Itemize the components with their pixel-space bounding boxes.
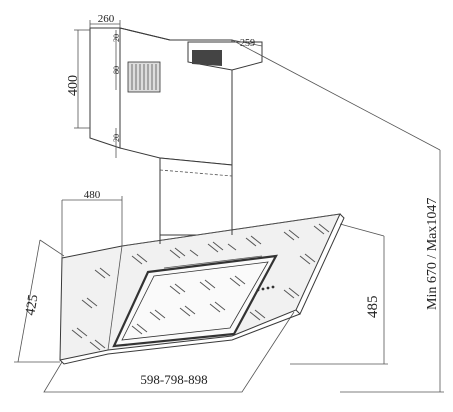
vent-slots [131, 64, 157, 90]
glass-reflections [71, 223, 330, 351]
control-button-icon [261, 287, 265, 291]
overall-height-label: Min 670 / Max1047 [425, 198, 440, 310]
canopy-height-label: 485 [365, 296, 381, 319]
canopy-depth-label: 480 [84, 189, 101, 201]
glass-inner-left [107, 245, 123, 351]
chimney-width-label: 260 [98, 13, 115, 25]
grease-filter-inner [121, 261, 269, 341]
dim-425-line [17, 239, 41, 363]
glass-edge-bottom [59, 313, 301, 365]
lower-offset-label: 20 [112, 134, 121, 142]
control-button-icon [271, 285, 275, 289]
dim-259-line [231, 39, 263, 47]
dim-overall-ext-top [231, 39, 441, 151]
control-panel [163, 255, 275, 292]
chimney-opening [192, 50, 222, 66]
grease-filter-frame [112, 254, 278, 348]
control-button-icon [266, 286, 270, 290]
glass-inner-top [121, 213, 341, 247]
outlet-offset-label: 80 [112, 66, 121, 74]
glass-side-label: 425 [23, 293, 41, 316]
control-button-icon [256, 288, 260, 292]
chimney-height-label: 400 [66, 75, 81, 96]
chimney-lower-section [159, 157, 233, 236]
chimney-joint-line [159, 169, 233, 177]
top-offset-label: 20 [112, 34, 121, 42]
dim-425-ext-top [39, 239, 65, 257]
glass-edge-right [295, 213, 345, 315]
dim-width-line [43, 311, 295, 393]
width-options-label: 598-798-898 [140, 372, 207, 387]
chimney-left-face [89, 27, 121, 149]
chimney-depth-label: 259 [240, 38, 255, 49]
dim-485-ext-top [339, 223, 385, 237]
